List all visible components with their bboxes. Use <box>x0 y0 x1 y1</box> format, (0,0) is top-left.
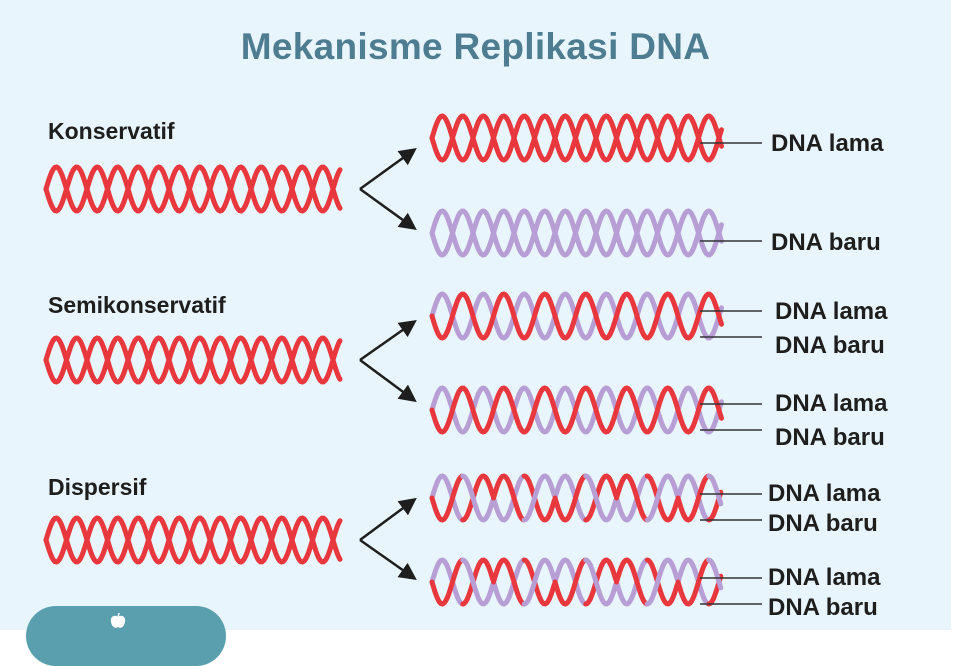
old-strand <box>429 291 724 341</box>
old-strand <box>521 473 557 523</box>
new-strand <box>675 557 711 607</box>
label-dna-baru: DNA baru <box>771 229 881 256</box>
old-strand <box>552 557 588 607</box>
old-strand <box>644 473 680 523</box>
old-strand <box>460 473 496 523</box>
branch-arrows-semikonservatif <box>359 319 417 403</box>
old-strand <box>583 473 619 523</box>
branch-arrows-dispersif <box>359 497 417 581</box>
label-dna-baru: DNA baru <box>775 332 885 359</box>
arrow-icon <box>359 497 417 542</box>
new-strand <box>675 473 711 523</box>
new-strand <box>491 473 526 523</box>
new-strand <box>614 473 649 523</box>
arrow-icon <box>359 147 417 191</box>
arrow-icon <box>359 358 417 403</box>
old-strand <box>43 335 343 385</box>
parent-helix-semikonservatif <box>43 335 343 385</box>
new-strand <box>644 473 680 523</box>
new-strand <box>460 473 496 523</box>
new-strand <box>491 557 526 607</box>
new-strand <box>614 557 649 607</box>
new-strand <box>644 557 680 607</box>
product-helix-new-new <box>429 208 724 258</box>
replication-diagram <box>43 113 762 607</box>
new-strand <box>583 473 619 523</box>
label-dna-baru: DNA baru <box>775 424 885 451</box>
old-strand <box>43 164 343 214</box>
old-strand <box>429 113 724 163</box>
product-helix-semi-2 <box>429 385 724 435</box>
section-label-dispersif: Dispersif <box>48 474 147 500</box>
new-strand <box>429 208 724 258</box>
old-strand <box>429 557 465 607</box>
product-helix-disp-2 <box>429 557 724 607</box>
old-strand <box>552 473 588 523</box>
label-dna-baru: DNA baru <box>768 594 878 621</box>
label-dna-lama: DNA lama <box>768 564 881 591</box>
old-strand <box>460 557 496 607</box>
label-dna-lama: DNA lama <box>771 130 884 157</box>
section-label-semikonservatif: Semikonservatif <box>48 292 226 318</box>
old-strand <box>583 557 619 607</box>
new-strand <box>552 557 588 607</box>
product-helix-disp-1 <box>429 473 724 523</box>
old-strand <box>429 385 724 435</box>
old-strand <box>614 473 649 523</box>
old-strand <box>644 557 680 607</box>
new-strand <box>552 473 588 523</box>
old-strand <box>521 557 557 607</box>
old-strand <box>429 473 465 523</box>
new-strand <box>460 557 496 607</box>
new-strand <box>429 473 465 523</box>
page-title: Mekanisme Replikasi DNA <box>240 26 711 67</box>
new-strand <box>706 473 724 507</box>
arrow-icon <box>359 319 417 362</box>
label-dna-lama: DNA lama <box>775 390 888 417</box>
parent-helix-dispersif <box>43 515 343 565</box>
old-strand <box>675 473 711 523</box>
label-dna-lama: DNA lama <box>768 480 881 507</box>
label-dna-lama: DNA lama <box>775 298 888 325</box>
section-label-konservatif: Konservatif <box>48 118 175 144</box>
old-strand <box>614 557 649 607</box>
old-strand <box>43 515 343 565</box>
apple-icon <box>110 612 126 628</box>
arrow-icon <box>359 187 417 231</box>
new-strand <box>429 557 465 607</box>
new-strand <box>706 557 724 591</box>
product-helix-old-old <box>429 113 724 163</box>
new-strand <box>583 557 619 607</box>
parent-helix-konservatif <box>43 164 343 214</box>
old-strand <box>491 557 526 607</box>
new-strand <box>521 557 557 607</box>
branch-arrows-konservatif <box>359 147 417 231</box>
arrow-icon <box>359 538 417 581</box>
old-strand <box>491 473 526 523</box>
old-strand <box>675 557 711 607</box>
label-dna-baru: DNA baru <box>768 510 878 537</box>
product-helix-semi-1 <box>429 291 724 341</box>
new-strand <box>521 473 557 523</box>
